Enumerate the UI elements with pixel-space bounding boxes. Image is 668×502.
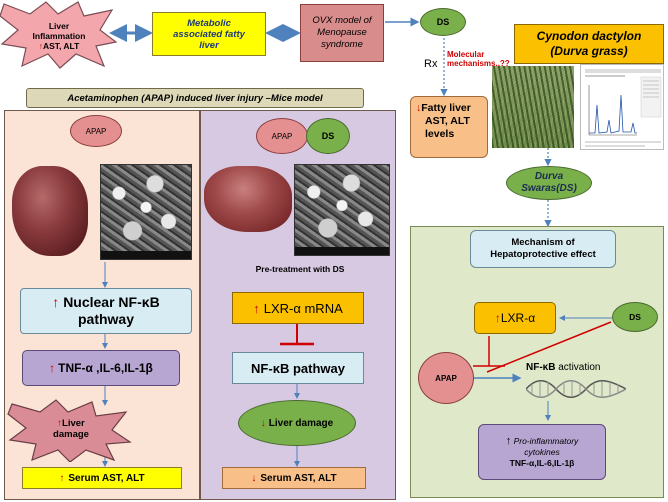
fatty-liver-box: ↓Fatty liver AST, ALT levels (410, 96, 488, 158)
ovx-line1: OVX model of (312, 15, 372, 26)
left-liver-photo (12, 166, 88, 256)
liver-inflammation-label: Liver Inflammation ↑AST, ALT (10, 18, 108, 54)
mid-liver-damage-label: Liver damage (268, 417, 334, 429)
chromatogram-image (580, 64, 664, 150)
up-arrow-icon: ↑ (505, 434, 512, 447)
metabolic-line3: liver (199, 39, 219, 51)
mid-ds-ellipse: DS (306, 118, 350, 154)
mech-ds-label: DS (629, 312, 641, 322)
up-arrow-icon: ↑ (59, 472, 65, 484)
mid-sem-scalebar (295, 247, 389, 255)
mid-liver-photo (204, 166, 292, 232)
left-liver-damage-line2: damage (53, 429, 89, 440)
mid-lxr-box: ↑LXR-α mRNA (232, 292, 364, 324)
left-apap-label: APAP (85, 126, 107, 136)
mid-apap-label: APAP (271, 131, 293, 141)
apap-model-title: Acetaminophen (APAP) induced liver injur… (26, 88, 364, 108)
nfkb-activation-label: NF-κB activation (526, 362, 601, 373)
cynodon-line2: (Durva grass) (550, 44, 628, 58)
liver-inflammation-burst-shape (0, 1, 118, 69)
proinflam-line3: TNF-α,IL-6,IL-1β (509, 457, 575, 468)
mid-nfkb-label: NF-κB pathway (251, 360, 345, 376)
mid-liver-damage-ellipse: ↓Liver damage (238, 400, 356, 446)
up-arrow-icon: ↑ (253, 300, 260, 316)
left-liver-damage-burst-shape (7, 399, 132, 462)
proinflammatory-box: ↑ Pro-inflammatory cytokines TNF-α,IL-6,… (478, 424, 606, 480)
left-nfkb-line1: Nuclear NF-κB (63, 294, 160, 310)
left-sem-image (100, 164, 192, 260)
up-arrow-icon: ↑ (57, 418, 63, 429)
metabolic-line1: Metabolic (187, 17, 231, 29)
mid-serum-box: ↓Serum AST, ALT (222, 467, 366, 489)
mech-lxr-label: LXR-α (500, 311, 536, 325)
left-tnf-label: TNF-α ,IL-6,IL-1β (58, 361, 153, 375)
cynodon-line1: Cynodon dactylon (536, 29, 642, 43)
liver-inflammation-markers: AST, ALT (42, 41, 80, 51)
up-arrow-icon: ↑ (38, 41, 43, 51)
ds-top-label: DS (436, 17, 450, 27)
left-nfkb-line2: pathway (77, 311, 134, 327)
mid-sem-image (294, 164, 390, 256)
proinflam-line1: Pro-inflammatory (513, 435, 579, 446)
cynodon-dactylon-box: Cynodon dactylon (Durva grass) (514, 24, 664, 64)
up-arrow-icon: ↑ (49, 361, 56, 375)
mech-lxr-box: ↑LXR-α (474, 302, 556, 334)
molecular-mechanisms-label: Molecular mechanisms..?? (447, 50, 510, 68)
fatty-liver-line2: AST, ALT (425, 115, 470, 127)
mid-serum-label: Serum AST, ALT (260, 472, 337, 484)
molecular-line1: Molecular (447, 50, 485, 59)
metabolic-line2: associated fatty (173, 28, 245, 40)
left-apap-ellipse: APAP (70, 115, 122, 147)
liver-inflammation-line2: Inflammation (32, 31, 86, 41)
dna-helix-icon (526, 380, 626, 398)
liver-inflammation-line1: Liver (48, 21, 70, 31)
mechanism-title-line2: Hepatoprotective effect (490, 249, 596, 260)
proinflam-line2: cytokines (524, 446, 560, 457)
fatty-liver-line1: Fatty liver (421, 102, 471, 114)
mechanism-title-box: Mechanism of Hepatoprotective effect (470, 230, 616, 268)
left-liver-damage-line1: Liver (62, 418, 85, 429)
chromatogram-plot-icon (585, 69, 662, 147)
up-arrow-icon: ↑ (52, 294, 60, 310)
mech-apap-ellipse: APAP (418, 352, 474, 404)
ovx-line3: syndrome (321, 39, 363, 50)
rx-label: Rx (424, 58, 438, 70)
fatty-liver-line3: levels (425, 128, 455, 140)
nfkb-activation-bold: NF-κB (526, 362, 556, 373)
mid-apap-ellipse: APAP (256, 118, 308, 154)
left-tnf-box: ↑TNF-α ,IL-6,IL-1β (22, 350, 180, 386)
molecular-line2: mechanisms..?? (447, 59, 510, 68)
left-sem-scalebar (101, 251, 191, 259)
ds-top-ellipse: DS (420, 8, 466, 36)
down-arrow-icon: ↓ (251, 472, 257, 484)
durva-swaras-line1: Durva (534, 171, 564, 182)
left-nfkb-box: ↑ Nuclear NF-κB pathway (20, 288, 192, 334)
mid-nfkb-box: NF-κB pathway (232, 352, 364, 384)
left-liver-damage-label: ↑Liver damage (36, 414, 106, 444)
mechanism-title-line1: Mechanism of (511, 237, 575, 248)
ovx-line2: Menopause (317, 27, 367, 38)
ovx-model-box: OVX model of Menopause syndrome (300, 4, 384, 62)
mech-apap-label: APAP (435, 373, 457, 383)
mid-lxr-label: LXR-α mRNA (263, 300, 343, 316)
metabolic-fatty-liver-box: Metabolic associated fatty liver (152, 12, 266, 56)
pretreatment-label: Pre-treatment with DS (255, 264, 345, 274)
mid-ds-label: DS (321, 131, 335, 141)
up-arrow-icon: ↑ (494, 311, 501, 325)
mech-ds-ellipse: DS (612, 302, 658, 332)
durva-swaras-line2: Swaras(DS) (521, 183, 577, 194)
nfkb-activation-text: activation (555, 362, 601, 373)
down-arrow-icon: ↓ (416, 102, 422, 114)
down-arrow-icon: ↓ (260, 417, 266, 429)
durva-swaras-ellipse: Durva Swaras(DS) (506, 166, 592, 200)
left-serum-box: ↑Serum AST, ALT (22, 467, 182, 489)
left-serum-label: Serum AST, ALT (68, 472, 145, 484)
durva-grass-photo (492, 66, 574, 148)
